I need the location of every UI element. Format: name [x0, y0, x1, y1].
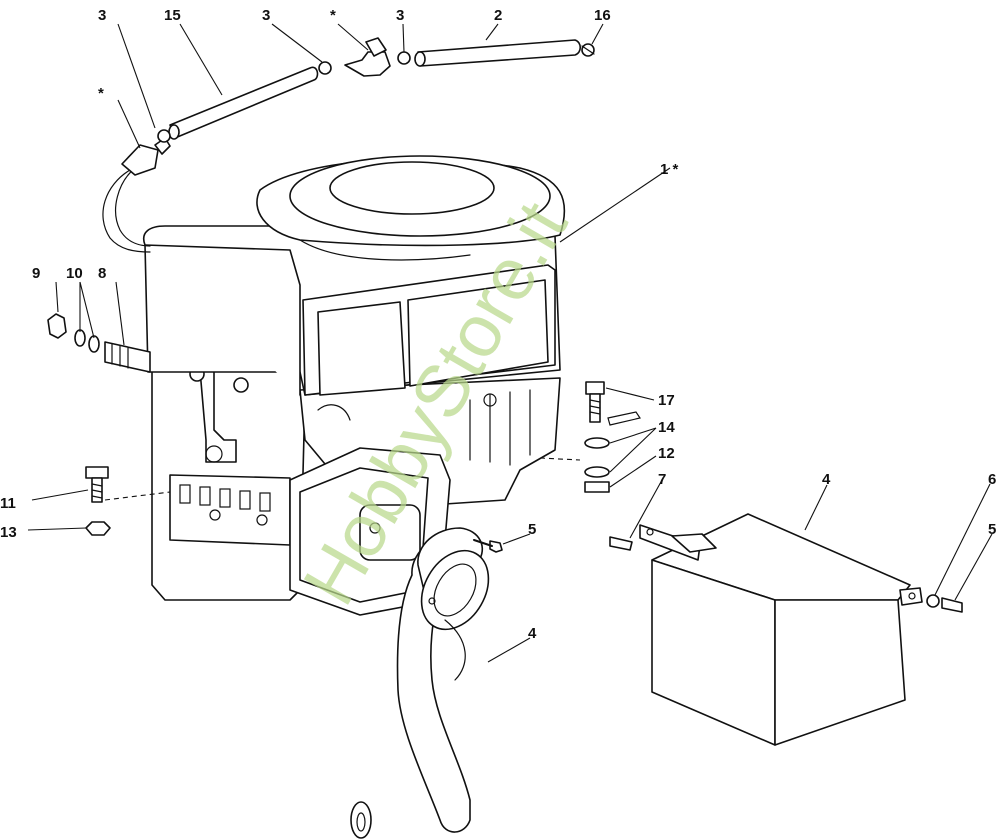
callout-13: 11 — [0, 495, 16, 512]
callout-12: 10 — [66, 265, 83, 282]
callout-8: 6 — [988, 471, 996, 488]
callout-4: 4 — [528, 625, 537, 642]
callout-9: 7 — [658, 471, 666, 488]
bolt-13-nut-15 — [85, 466, 171, 536]
callout-7: 5 — [988, 521, 996, 538]
callout-17: 15 — [164, 7, 181, 24]
callout-19: 17 — [658, 392, 675, 409]
callout-3b: 3 — [262, 7, 270, 24]
callout-14: 12 — [658, 445, 675, 462]
callout-18: 16 — [594, 7, 611, 24]
exhaust-elbow — [350, 527, 503, 839]
leader-lines — [27, 23, 993, 663]
callout-15: 13 — [0, 524, 17, 541]
bolt-washers-nuts — [584, 381, 641, 493]
callout-6: 4 — [822, 471, 831, 488]
callout-10: 8 — [98, 265, 106, 282]
callout-star-valve: * — [330, 7, 336, 24]
callout-5: 5 — [528, 521, 536, 538]
callout-16: 14 — [658, 419, 675, 436]
callout-labels: 3 15 3 * 3 2 16 * 1 * 9 10 8 11 13 17 14… — [0, 7, 996, 642]
cover-box — [609, 513, 963, 746]
callout-3c: 3 — [396, 7, 404, 24]
engine-assembly — [143, 155, 581, 616]
callout-1: 1 * — [660, 161, 679, 178]
callout-2: 2 — [494, 7, 502, 24]
callout-3a: 3 — [98, 7, 106, 24]
callout-star-filter: * — [98, 85, 104, 102]
callout-11: 9 — [32, 265, 40, 282]
stud-and-nut — [47, 313, 151, 373]
fuel-line — [102, 37, 595, 253]
